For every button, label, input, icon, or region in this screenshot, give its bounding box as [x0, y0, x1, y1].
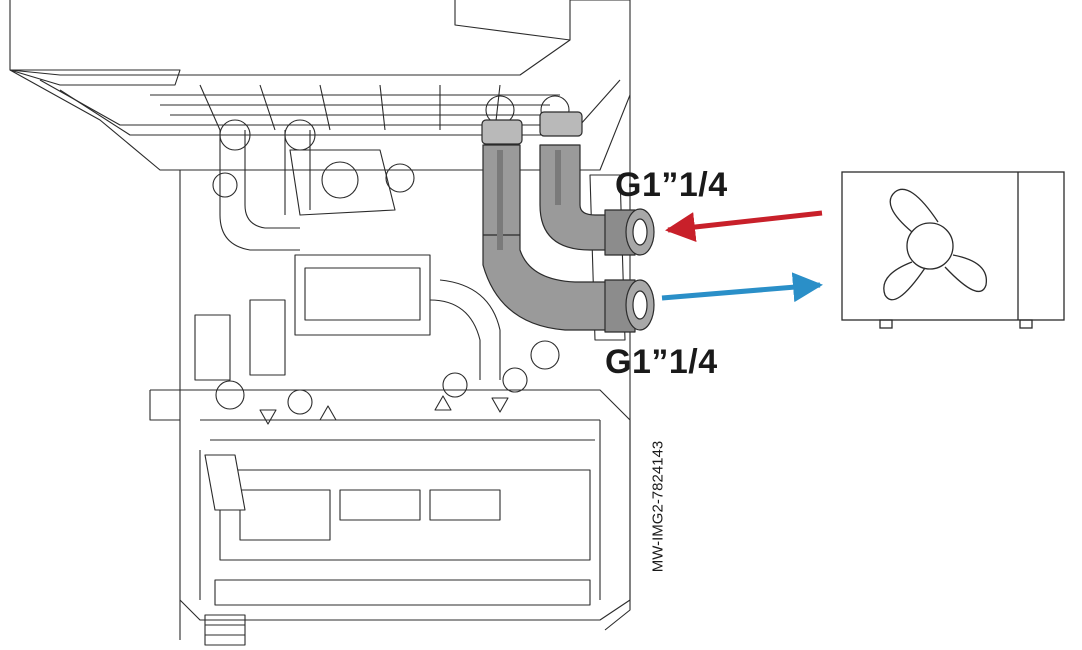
boiler-casing: [9, 0, 631, 646]
connection-size-label-bottom: G1”1/4: [605, 343, 718, 381]
connection-size-label-top: G1”1/4: [615, 166, 728, 204]
reference-code: MW-IMG2-7824143: [649, 440, 667, 573]
heat-pump-fan-icon: [841, 171, 1065, 329]
return-flow-arrow: [665, 210, 823, 242]
supply-flow-arrow: [661, 272, 823, 303]
heat-pump-connection-pipes: [481, 111, 655, 333]
